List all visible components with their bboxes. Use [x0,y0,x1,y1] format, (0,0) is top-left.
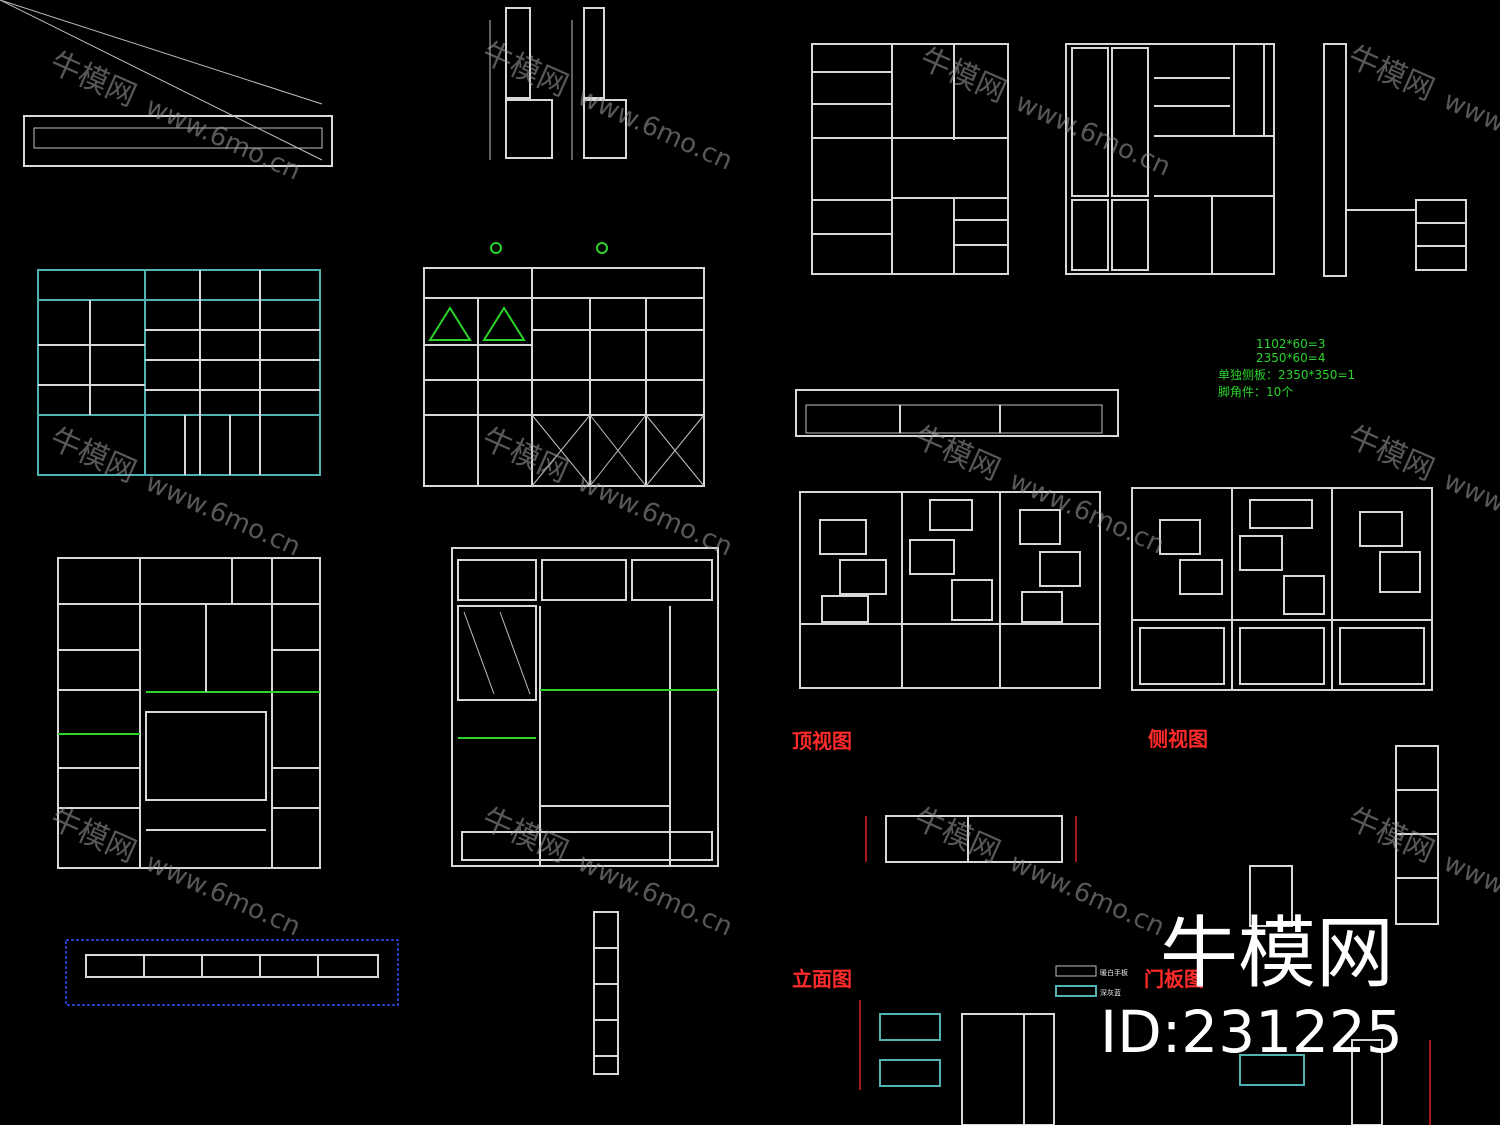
wardrobe-center [451,547,719,867]
plan-strip-top-left [0,0,333,167]
svg-text:牛模网: 牛模网 [477,35,573,104]
svg-text:牛模网: 牛模网 [1343,801,1439,870]
svg-text:www.6mo.cn: www.6mo.cn [141,848,305,943]
narrow-shelf-center-bottom [593,911,619,1075]
bookcase-elevation-cyan [37,269,321,476]
svg-text:www.6mo.cn: www.6mo.cn [141,468,305,563]
door-panel-bottom [859,965,1431,1125]
elevation-bottom-right [865,745,1439,927]
svg-text:www.6mo.cn: www.6mo.cn [1439,466,1500,561]
brand-id-text: ID:231225 [1100,998,1403,1066]
watermark-10: 牛模网 www.6mo.cn [477,801,737,943]
svg-text:www.6mo.cn: www.6mo.cn [1439,848,1500,943]
legend-blue-board: 深灰蓝 [1100,988,1121,997]
brand-logo-text: 牛模网 [1160,909,1394,999]
watermark-5: 牛模网 www.6mo.cn [45,421,305,563]
watermark-8: 牛模网 www.6mo.cn [1343,419,1500,561]
top-view-plan [795,389,1119,437]
legend-white-board: 暖白手板 [1100,968,1128,977]
tv-wall-unit-left [57,557,321,869]
staggered-shelving-left [799,491,1101,689]
material-note-1: 1102*60=3 [1256,337,1326,351]
material-note-2: 2350*60=4 [1256,351,1326,365]
svg-text:www.6mo.cn: www.6mo.cn [573,82,737,177]
svg-text:牛模网: 牛模网 [477,421,573,490]
watermark-6: 牛模网 www.6mo.cn [477,421,737,562]
svg-text:牛模网: 牛模网 [915,41,1011,110]
material-note-3: 单独侧板：2350*350=1 [1218,368,1355,382]
side-sections-top [489,7,627,160]
material-note-4: 脚角件：10个 [1218,384,1293,399]
svg-text:www.6mo.cn: www.6mo.cn [1005,848,1169,943]
door-panel-title: 门板图 [1144,967,1204,991]
watermark-9: 牛模网 www.6mo.cn [45,801,305,943]
plan-strip-bottom-left [65,939,399,1006]
top-view-title: 顶视图 [792,729,852,753]
elevation-title: 立面图 [792,967,852,991]
svg-text:www.6mo.cn: www.6mo.cn [1011,88,1175,183]
side-view-title: 侧视图 [1148,727,1208,751]
watermark-11: 牛模网 www.6mo.cn [909,801,1169,943]
svg-text:牛模网: 牛模网 [909,801,1005,870]
staggered-shelving-right [1131,487,1433,691]
svg-text:牛模网: 牛模网 [1343,39,1439,108]
watermark-4: 牛模网 www.6mo.cn [1343,39,1500,181]
watermark-2: 牛模网 www.6mo.cn [477,35,737,177]
svg-text:牛模网: 牛模网 [45,45,141,114]
display-cabinet-center [423,242,705,487]
svg-text:牛模网: 牛模网 [1343,419,1439,488]
svg-text:www.6mo.cn: www.6mo.cn [573,848,737,943]
svg-text:牛模网: 牛模网 [909,419,1005,488]
svg-text:www.6mo.cn: www.6mo.cn [1439,86,1500,181]
svg-text:牛模网: 牛模网 [45,801,141,870]
bookcase-elevation-top-right [811,43,1467,277]
svg-text:牛模网: 牛模网 [45,421,141,490]
svg-text:www.6mo.cn: www.6mo.cn [1005,466,1169,561]
